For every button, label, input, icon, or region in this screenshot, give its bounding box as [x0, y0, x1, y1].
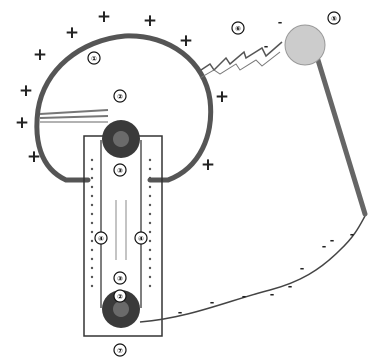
- belt-charge-dot: [149, 222, 151, 224]
- discharge-sphere: [285, 25, 325, 65]
- belt-charge-dot: [149, 267, 151, 269]
- belt-charge-dot: [149, 249, 151, 251]
- lower-roller-hub: [113, 301, 129, 317]
- minus-sign: -: [210, 296, 215, 309]
- belt-charge-dot: [149, 195, 151, 197]
- belt-charges: [91, 159, 151, 287]
- plus-sign: +: [27, 147, 41, 167]
- belt-charge-dot: [149, 231, 151, 233]
- minus-sign: -: [288, 280, 293, 293]
- marker-label: ①: [91, 55, 97, 63]
- belt-charge-dot: [91, 213, 93, 215]
- belt-charge-dot: [91, 285, 93, 287]
- marker-dome-upper: ①: [88, 52, 100, 64]
- marker-belt-left: ④: [95, 232, 107, 244]
- dome: [37, 36, 211, 180]
- belt-charge-dot: [149, 240, 151, 242]
- plus-sign: +: [65, 23, 79, 43]
- minus-sign: -: [270, 288, 275, 301]
- belt-charge-dot: [149, 159, 151, 161]
- plus-sign: +: [97, 7, 111, 27]
- marker-label: ⑦: [117, 347, 123, 355]
- marker-spark: ⑥: [232, 22, 244, 34]
- minus-sign: -: [300, 262, 305, 275]
- belt-charge-dot: [149, 285, 151, 287]
- plus-sign: +: [201, 155, 215, 175]
- minus-sign: -: [350, 228, 355, 241]
- marker-roller-lower: ③: [114, 272, 126, 284]
- marker-label: ④: [138, 235, 144, 243]
- marker-belt-right: ④: [135, 232, 147, 244]
- marker-base: ⑦: [114, 344, 126, 356]
- belt-charge-dot: [91, 159, 93, 161]
- plus-sign: +: [143, 11, 157, 31]
- belt-charge-dot: [149, 258, 151, 260]
- belt-charge-dot: [149, 186, 151, 188]
- belt-charge-dot: [149, 204, 151, 206]
- plus-sign: +: [19, 81, 33, 101]
- marker-comb-upper: ②: [114, 90, 126, 102]
- sphere-rod: [318, 60, 365, 214]
- marker-label: ⑤: [331, 15, 337, 23]
- marker-label: ⑥: [235, 25, 241, 33]
- belt-charge-dot: [149, 177, 151, 179]
- belt-charge-dot: [149, 168, 151, 170]
- minus-sign: -: [330, 234, 335, 247]
- belt-charge-dot: [91, 195, 93, 197]
- marker-label: ③: [117, 275, 123, 283]
- minus-sign: -: [242, 290, 247, 303]
- belt-charge-dot: [91, 177, 93, 179]
- spark: [198, 42, 282, 72]
- belt-charge-dot: [91, 276, 93, 278]
- plus-sign: +: [215, 87, 229, 107]
- belt-charge-dot: [91, 258, 93, 260]
- belt-charge-dot: [149, 213, 151, 215]
- belt-charge-dot: [91, 186, 93, 188]
- belt-charge-dot: [91, 204, 93, 206]
- marker-label: ②: [117, 93, 123, 101]
- upper-comb: [40, 110, 108, 122]
- minus-sign: -: [264, 40, 269, 53]
- ground-wire: [140, 216, 365, 322]
- plus-sign: +: [15, 113, 29, 133]
- marker-label: ③: [117, 167, 123, 175]
- marker-sphere: ⑤: [328, 12, 340, 24]
- marker-comb-lower: ②: [114, 290, 126, 302]
- belt-charge-dot: [91, 267, 93, 269]
- minus-sign: -: [278, 16, 283, 29]
- marker-label: ②: [117, 293, 123, 301]
- minus-sign: -: [178, 306, 183, 319]
- marker-roller-upper: ③: [114, 164, 126, 176]
- belt-charge-dot: [149, 276, 151, 278]
- belt-charge-dot: [91, 231, 93, 233]
- minus-sign: -: [322, 240, 327, 253]
- marker-label: ④: [98, 235, 104, 243]
- plus-sign: +: [33, 45, 47, 65]
- upper-roller-hub: [113, 131, 129, 147]
- plus-sign: +: [179, 31, 193, 51]
- belt-charge-dot: [91, 240, 93, 242]
- belt-charge-dot: [91, 249, 93, 251]
- belt-charge-dot: [91, 168, 93, 170]
- belt-charge-dot: [91, 222, 93, 224]
